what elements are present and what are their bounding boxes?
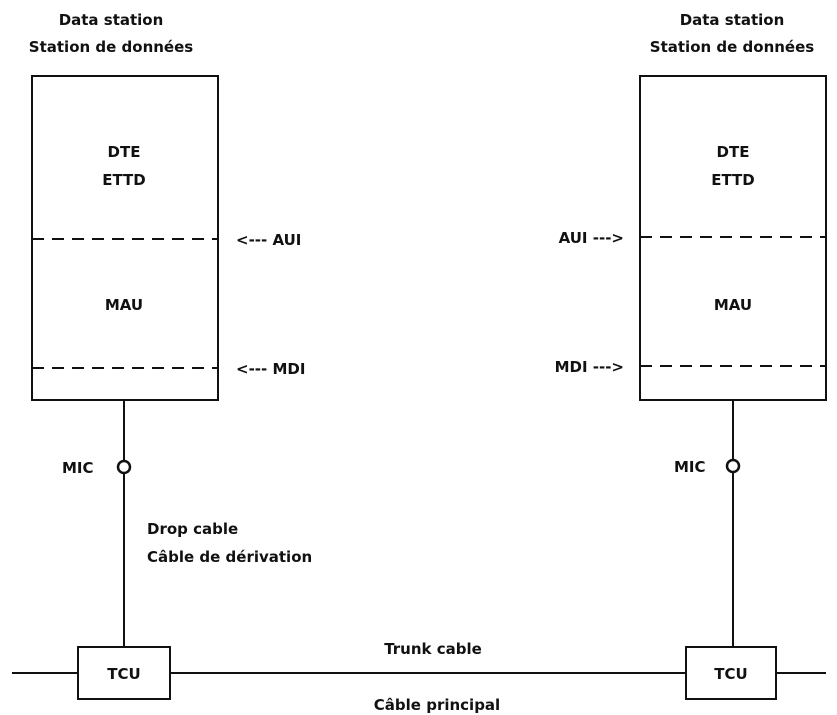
right-data-station: Data station Station de données DTE ETTD… bbox=[555, 11, 827, 700]
right-mic-connector bbox=[725, 458, 741, 474]
left-station-title: Data station bbox=[59, 11, 164, 29]
left-dte-label: DTE bbox=[108, 143, 141, 161]
right-mdi-label: MDI ---> bbox=[555, 358, 624, 376]
left-mic-label: MIC bbox=[62, 459, 94, 477]
right-dte-label: DTE bbox=[717, 143, 750, 161]
left-mdi-label: <--- MDI bbox=[236, 360, 305, 378]
left-mau-label: MAU bbox=[105, 296, 143, 314]
right-ettd-label: ETTD bbox=[711, 171, 755, 189]
right-mic-label: MIC bbox=[674, 458, 706, 476]
right-station-title-fr: Station de données bbox=[650, 38, 814, 56]
left-tcu-box bbox=[77, 646, 171, 700]
left-data-station: Data station Station de données DTE ETTD… bbox=[29, 11, 312, 700]
right-station-title: Data station bbox=[680, 11, 785, 29]
drop-cable-label: Drop cable bbox=[147, 520, 238, 538]
left-aui-label: <--- AUI bbox=[236, 231, 301, 249]
left-mic-connector bbox=[116, 459, 132, 475]
right-tcu-label: TCU bbox=[714, 665, 747, 683]
trunk-cable-label: Trunk cable bbox=[384, 640, 482, 658]
trunk-cable-label-fr: Câble principal bbox=[374, 696, 500, 714]
left-station-title-fr: Station de données bbox=[29, 38, 193, 56]
drop-cable-label-fr: Câble de dérivation bbox=[147, 548, 312, 566]
right-mau-label: MAU bbox=[714, 296, 752, 314]
left-tcu-label: TCU bbox=[107, 665, 140, 683]
right-aui-label: AUI ---> bbox=[559, 229, 624, 247]
right-tcu-box bbox=[685, 646, 777, 700]
left-ettd-label: ETTD bbox=[102, 171, 146, 189]
